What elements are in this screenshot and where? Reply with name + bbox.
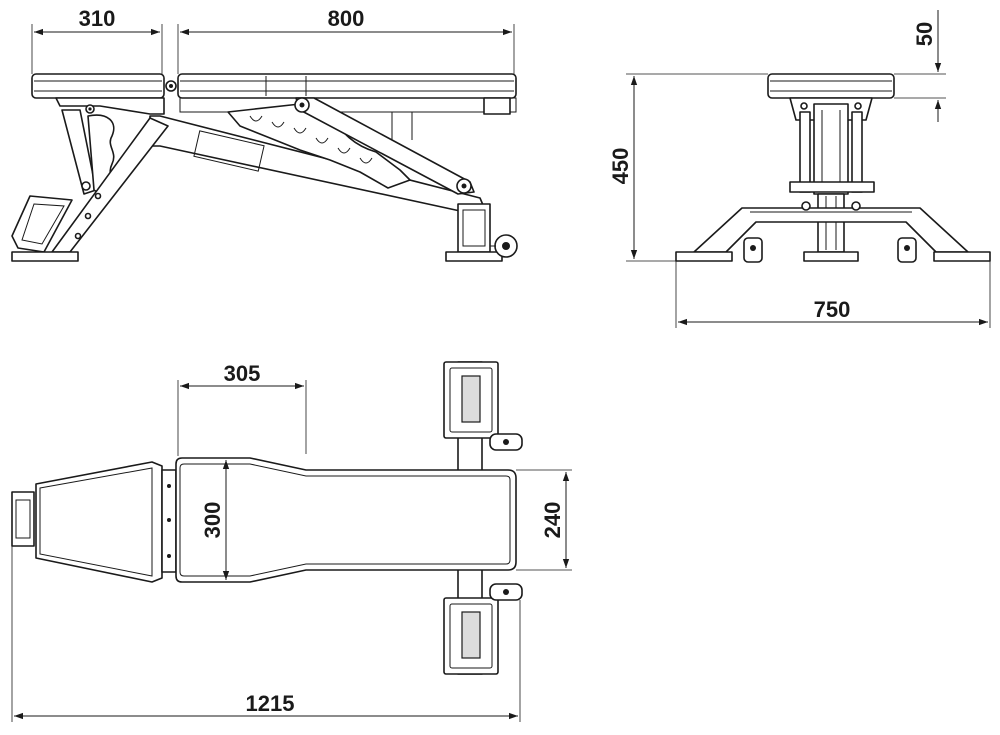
dim-seat-width: 300 xyxy=(200,502,225,539)
top-dimensions: 305 300 240 1215 xyxy=(11,361,572,722)
dim-back-length: 800 xyxy=(328,6,365,31)
side-view xyxy=(11,73,518,262)
dim-overall-length: 1215 xyxy=(246,691,295,716)
top-view xyxy=(11,361,523,675)
dim-front-height: 450 xyxy=(608,148,633,185)
dim-front-width: 750 xyxy=(814,297,851,322)
dim-back-width: 240 xyxy=(540,502,565,539)
side-dimensions: 310 800 xyxy=(31,6,515,74)
front-view xyxy=(675,73,991,263)
dim-seat-length: 310 xyxy=(79,6,116,31)
dim-top-offset: 305 xyxy=(224,361,261,386)
front-dimensions: 450 50 750 xyxy=(608,10,991,328)
dim-pad-thickness: 50 xyxy=(912,22,937,46)
